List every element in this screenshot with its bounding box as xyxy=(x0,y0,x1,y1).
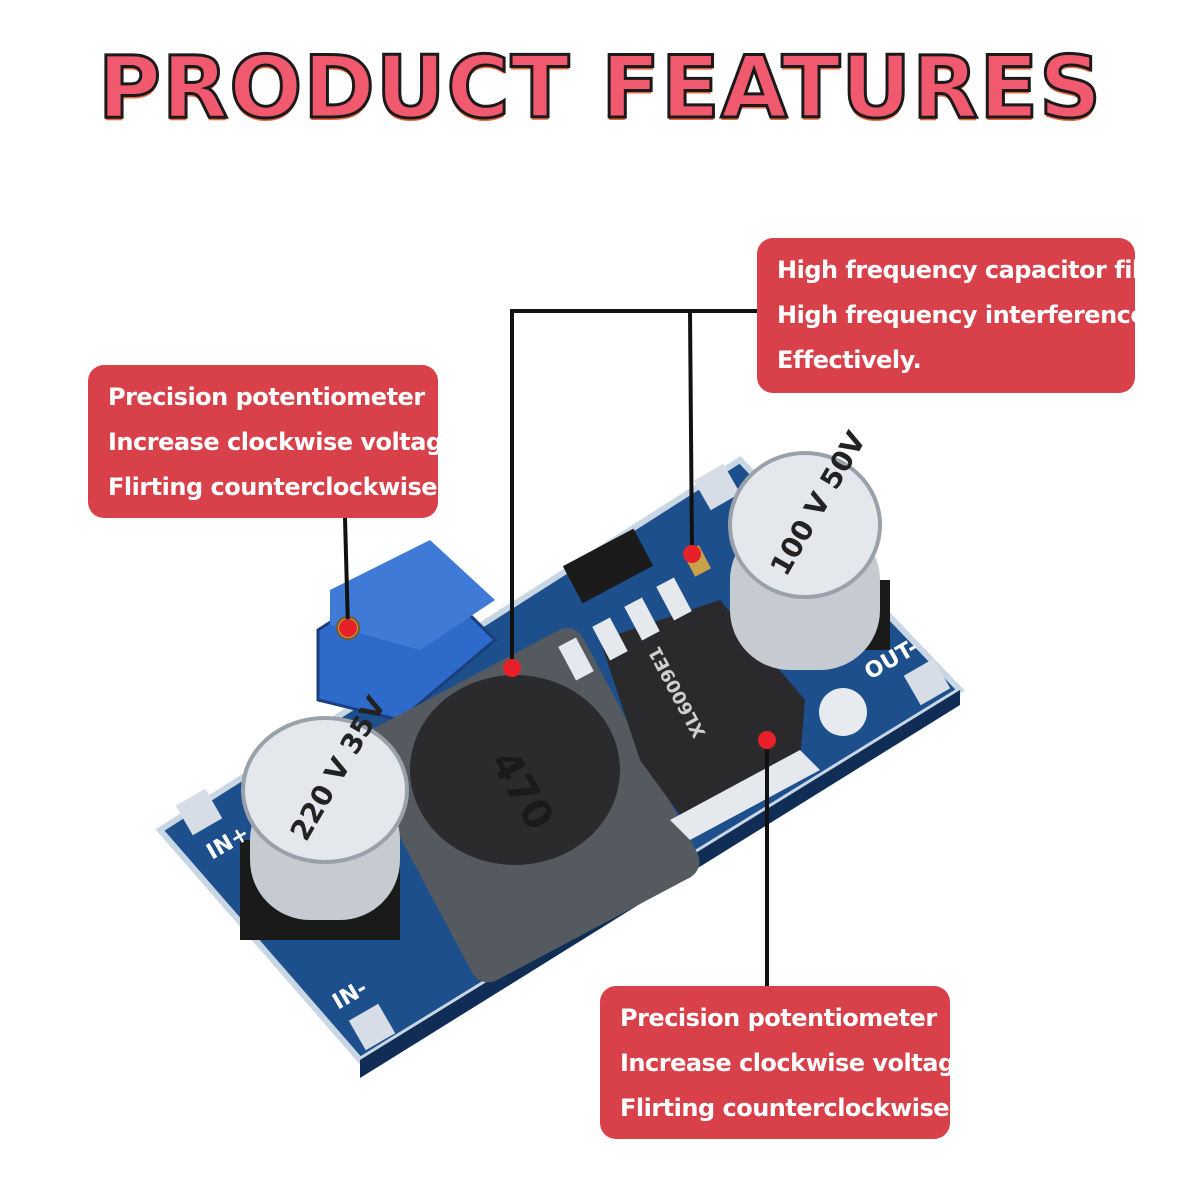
capacitor-right-top xyxy=(728,451,882,599)
leader-dot-capacitor xyxy=(683,545,701,563)
callout-line: Flirting counterclockwise. xyxy=(620,1094,958,1122)
potentiometer-top xyxy=(330,540,495,650)
inductor-top xyxy=(410,675,620,865)
ic-heatsink xyxy=(670,750,820,840)
callout-line: Precision potentiometer xyxy=(620,1004,937,1032)
callout-line: Increase clockwise voltage xyxy=(620,1049,971,1077)
callout-line: Effectively. xyxy=(777,346,922,374)
pad-out-minus xyxy=(903,658,951,706)
capacitor-left-top xyxy=(241,716,409,864)
leader-dot-chip xyxy=(758,731,776,749)
callout-capacitor-filter: High frequency capacitor filter High fre… xyxy=(757,238,1178,393)
pad-in-plus xyxy=(175,788,223,836)
leader-lines xyxy=(343,309,769,986)
pad-in-minus xyxy=(348,1003,396,1051)
callout-line: Flirting counterclockwise. xyxy=(108,473,446,501)
diode xyxy=(562,528,654,604)
page-title: PRODUCT FEATURES xyxy=(96,37,1103,140)
mounting-hole xyxy=(819,688,867,736)
leader-dot-inductor xyxy=(503,659,521,677)
callout-line: High frequency capacitor filter xyxy=(777,256,1178,284)
callout-potentiometer: Precision potentiometer Increase clockwi… xyxy=(88,365,459,518)
leader-line-top-inductor xyxy=(510,309,757,668)
pad-out-plus xyxy=(693,463,741,511)
callout-line: High frequency interference xyxy=(777,301,1147,329)
leader-line-left xyxy=(343,517,350,629)
leader-line-top-capacitor xyxy=(688,310,694,555)
callout-chip: Precision potentiometer Increase clockwi… xyxy=(600,986,971,1139)
callout-line: Increase clockwise voltage xyxy=(108,428,459,456)
leader-dot-potentiometer xyxy=(339,619,357,637)
callout-line: Precision potentiometer xyxy=(108,383,425,411)
